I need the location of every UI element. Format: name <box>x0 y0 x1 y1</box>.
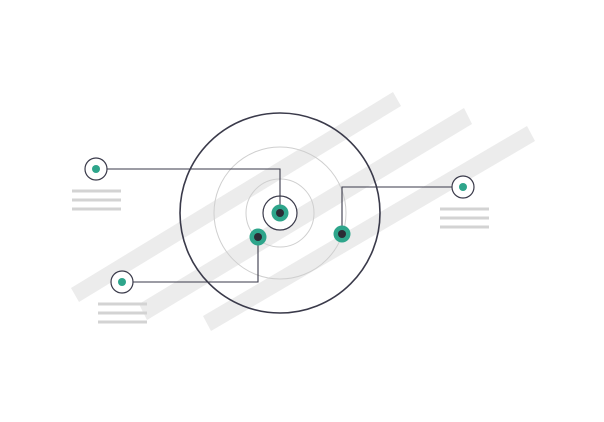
background-stripes <box>71 92 535 331</box>
inner-node-right <box>333 225 351 243</box>
connection-node-bottom-left <box>98 270 147 324</box>
center-node <box>271 204 289 222</box>
outer-ring <box>179 112 381 314</box>
inner-node-left <box>249 228 267 246</box>
connector-right <box>341 186 452 233</box>
stripe-2 <box>139 108 472 320</box>
connection-node-dot <box>118 278 126 286</box>
middle-ring <box>213 146 347 280</box>
connection-node-dot <box>459 183 467 191</box>
inner-node-right-dot <box>338 230 346 238</box>
connector-top-left <box>107 168 281 213</box>
center-node-dot <box>276 209 284 217</box>
placeholder-text-lines <box>98 302 147 324</box>
placeholder-text-lines <box>72 189 121 211</box>
connection-node-right <box>440 175 489 229</box>
inner-node-left-dot <box>254 233 262 241</box>
placeholder-text-lines <box>440 207 489 229</box>
connection-node-dot <box>92 165 100 173</box>
stripe-3 <box>203 126 535 331</box>
connector-lines <box>107 168 452 283</box>
stripe-1 <box>71 92 401 302</box>
connection-node-top-left <box>72 157 121 211</box>
connector-bottom-left <box>133 237 259 283</box>
